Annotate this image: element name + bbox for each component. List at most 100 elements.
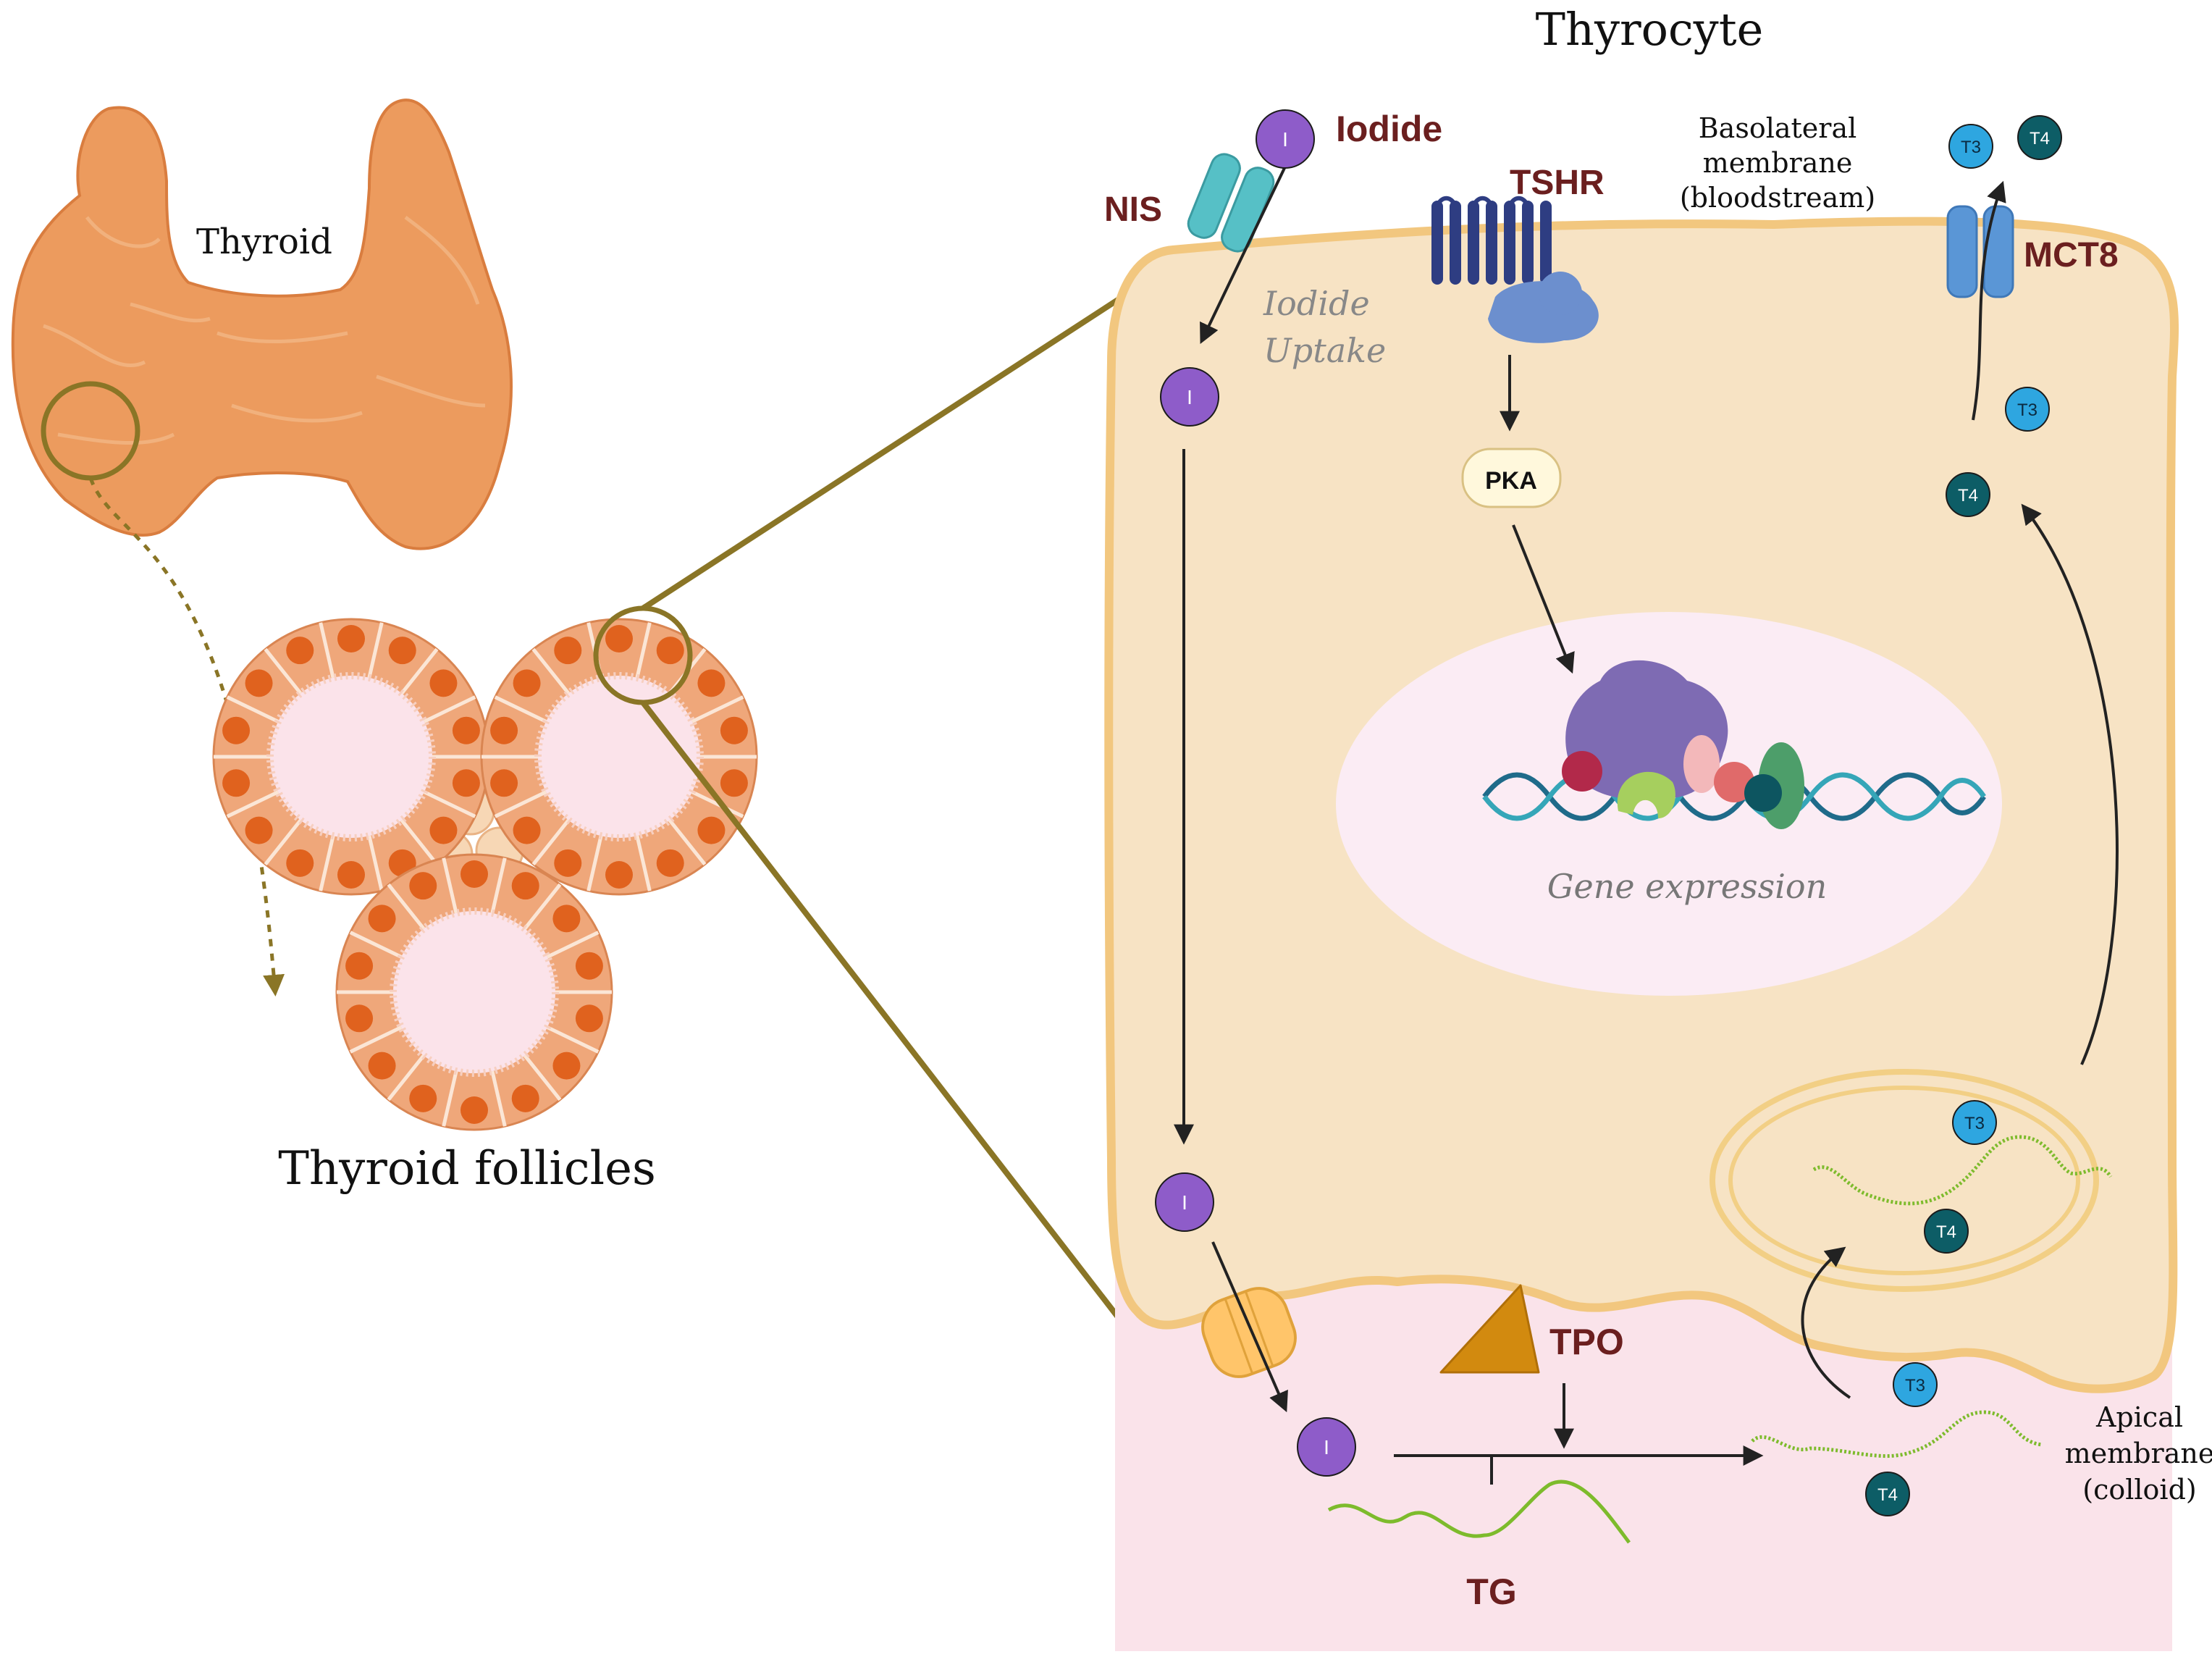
tshr-label: TSHR — [1510, 164, 1605, 202]
apical-label-1: Apical — [2095, 1401, 2183, 1433]
follicle-cell-nucleus — [511, 872, 539, 900]
follicle-cell-nucleus — [452, 769, 480, 797]
iodide-molecule-label: I — [1187, 386, 1193, 408]
iodide-molecule-label: I — [1282, 128, 1288, 151]
follicle-cell-nucleus — [429, 669, 458, 697]
tg-strand-vesicle — [1812, 1135, 2113, 1206]
follicle-lumen — [266, 672, 436, 842]
basolateral-label-2: membrane — [1703, 147, 1853, 179]
follicle-cell-nucleus — [554, 849, 582, 877]
follicle-cell-nucleus — [552, 905, 581, 933]
t4-hormone-label: T4 — [1877, 1485, 1898, 1505]
iodide-molecule: I — [1297, 1417, 1356, 1477]
follicle-cell-nucleus — [286, 637, 314, 665]
t3-hormone-label: T3 — [2017, 400, 2038, 420]
t3-hormone: T3 — [1893, 1362, 1938, 1407]
follicle — [335, 853, 613, 1131]
follicle-cell-nucleus — [720, 716, 748, 744]
follicle-cell-nucleus — [656, 637, 684, 665]
t3-hormone-label: T3 — [1961, 138, 1981, 157]
apical-label-2: membrane — [2065, 1438, 2212, 1469]
iodide-molecule: I — [1256, 109, 1315, 169]
t3-hormone: T3 — [1948, 124, 1993, 169]
thyroid-gland — [11, 98, 513, 996]
tg-strand-iodinated — [1751, 1410, 2043, 1459]
follicle-cell-nucleus — [697, 816, 726, 844]
follicle-cell-nucleus — [513, 816, 541, 844]
follicle-cell-nucleus — [429, 816, 458, 844]
tpo-label: TPO — [1549, 1322, 1624, 1362]
t3-hormone-label: T3 — [1905, 1376, 1925, 1396]
tg-strand-colloid — [1327, 1480, 1631, 1544]
nis-label: NIS — [1104, 190, 1162, 229]
follicle-cell-nucleus — [345, 952, 374, 980]
follicle-cell-nucleus — [575, 1004, 603, 1033]
pathway-arrows — [1174, 166, 2119, 1485]
basolateral-label-3: (bloodstream) — [1680, 182, 1875, 214]
follicle-cell-nucleus — [286, 849, 314, 877]
follicle-cell-nucleus — [697, 669, 726, 697]
follicle-cell-nucleus — [461, 860, 488, 888]
basolateral-label-1: Basolateral — [1699, 112, 1857, 144]
follicle-cell-nucleus — [461, 1096, 488, 1124]
follicle — [480, 618, 758, 896]
follicle-cell-nucleus — [490, 716, 518, 744]
gene-expression-label: Gene expression — [1547, 867, 1828, 906]
t4-hormone-label: T4 — [1936, 1222, 1956, 1242]
t4-hormone-label: T4 — [1958, 486, 1978, 505]
colloid-vesicle-inner — [1728, 1086, 2080, 1275]
follicle-cell-nucleus — [337, 625, 365, 652]
t4-hormone-label: T4 — [2030, 129, 2050, 148]
follicle-cell-nucleus — [605, 625, 633, 652]
follicle-cell-nucleus — [552, 1052, 581, 1080]
t4-hormone: T4 — [2017, 115, 2062, 160]
mct8-label: MCT8 — [2024, 236, 2119, 274]
follicle-cell-nucleus — [368, 1052, 396, 1080]
iodide-uptake-label-1: Iodide — [1263, 284, 1370, 323]
iodide-label: Iodide — [1336, 109, 1442, 149]
pka-label: PKA — [1485, 467, 1537, 495]
follicle-lumen — [534, 672, 704, 842]
zoom-connector-bottom — [640, 700, 1122, 1320]
follicle — [212, 618, 490, 896]
iodide-molecule: I — [1160, 367, 1219, 427]
tshr-receptor — [1431, 196, 1599, 343]
t4-hormone: T4 — [1924, 1209, 1969, 1254]
follicle-cell-nucleus — [337, 861, 365, 889]
follicle-cell-nucleus — [409, 872, 437, 900]
follicle-cell-nucleus — [245, 669, 273, 697]
follicle-cell-nucleus — [222, 716, 251, 744]
thyroid-follicles — [212, 605, 758, 1131]
t3-hormone: T3 — [1952, 1100, 1997, 1145]
follicle-cell-nucleus — [490, 769, 518, 797]
follicle-cell-nucleus — [452, 716, 480, 744]
tpo-enzyme — [1439, 1284, 1540, 1374]
follicle-cell-nucleus — [345, 1004, 374, 1033]
follicle-cell-nucleus — [605, 861, 633, 889]
tg-label: TG — [1466, 1571, 1516, 1612]
colloid-vesicle — [1710, 1069, 2099, 1292]
zoom-connector-top — [641, 294, 1124, 611]
thyroid-follicles-label: Thyroid follicles — [278, 1142, 656, 1196]
apical-label-3: (colloid) — [2082, 1474, 2196, 1506]
follicle-cell-nucleus — [368, 905, 396, 933]
t3-hormone-label: T3 — [1964, 1114, 1985, 1133]
follicle-cell-nucleus — [245, 816, 273, 844]
diagram-title: Thyrocyte — [1536, 3, 1764, 56]
follicle-cell-nucleus — [513, 669, 541, 697]
t3-hormone: T3 — [2005, 387, 2050, 432]
follicle-cell-nucleus — [222, 769, 251, 797]
follicle-cell-nucleus — [554, 637, 582, 665]
nis-transporter — [1187, 153, 1275, 253]
t4-hormone: T4 — [1865, 1472, 1910, 1516]
iodide-molecule: I — [1155, 1172, 1214, 1232]
follicle-cell-nucleus — [720, 769, 748, 797]
follicle-cell-nucleus — [511, 1084, 539, 1112]
thyroid-label: Thyroid — [196, 222, 332, 262]
pka-box: PKA — [1461, 448, 1562, 508]
t4-hormone: T4 — [1946, 472, 1990, 517]
follicle-lumen — [390, 907, 559, 1077]
iodide-uptake-label-2: Uptake — [1263, 331, 1386, 370]
follicle-cell-nucleus — [388, 637, 416, 665]
